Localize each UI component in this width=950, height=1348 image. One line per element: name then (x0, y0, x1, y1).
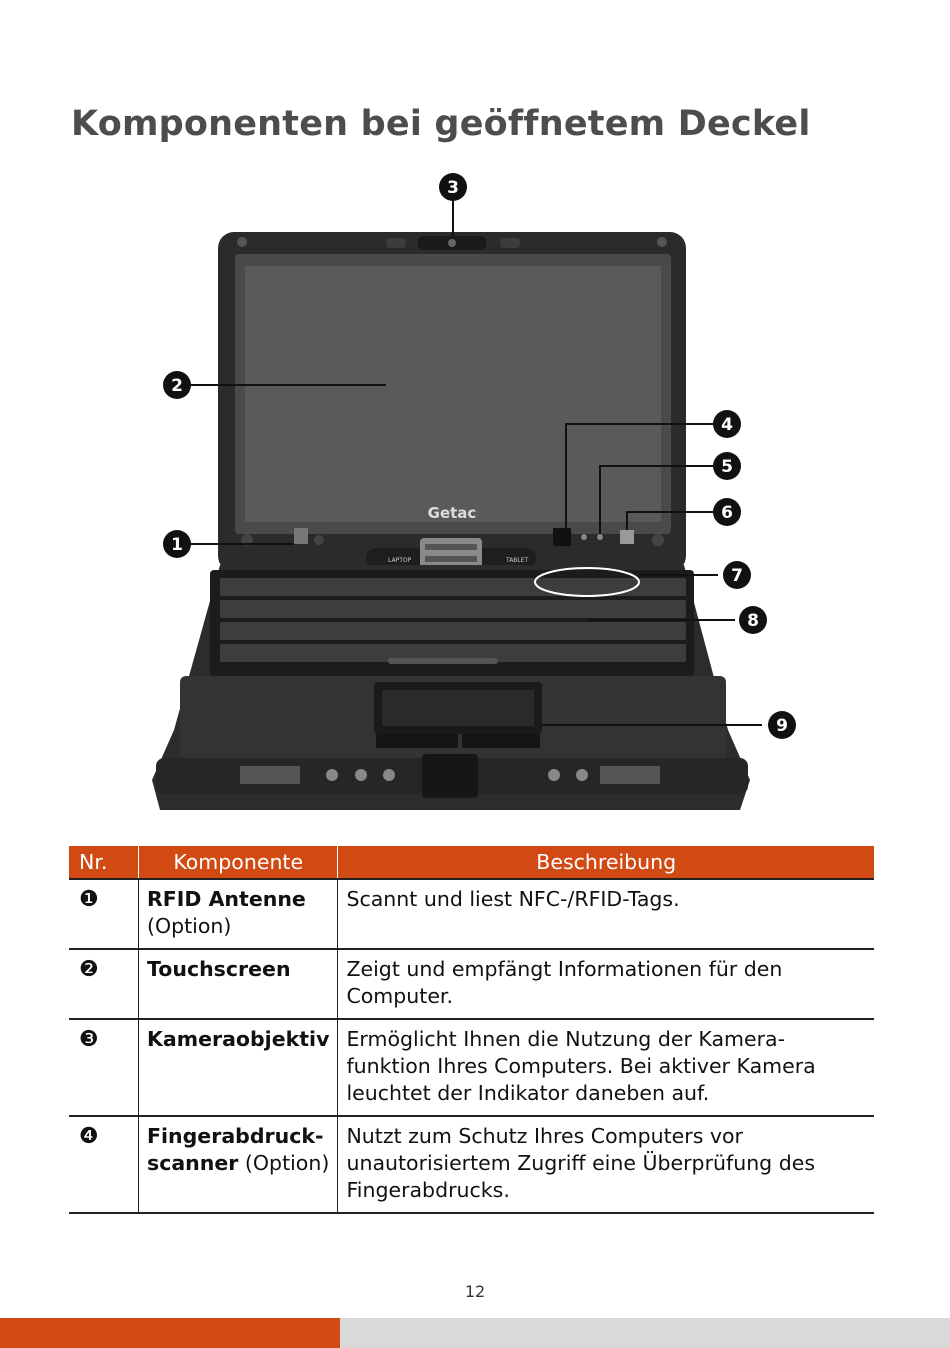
callout-4: 4 (713, 410, 741, 438)
component-description: Scannt und liest NFC-/RFID-Tags. (337, 879, 874, 950)
component-name: RFID Antenne (Option) (138, 879, 339, 950)
windows-key (620, 530, 634, 544)
hinge-right-label: TABLET (505, 557, 529, 564)
component-name-bold: Kameraobjektiv (147, 1027, 330, 1051)
svg-text:9: 9 (776, 716, 788, 736)
callout-2: 2 (163, 371, 191, 399)
table-row: ❷ Touchscreen Zeigt und empfängt Informa… (69, 949, 874, 1020)
page-title: Komponenten bei geöffnetem Deckel (71, 104, 811, 144)
callout-3: 3 (439, 173, 467, 201)
page-number: 12 (464, 1282, 486, 1301)
table-header: Nr. Komponente Beschreibung (69, 846, 874, 880)
table-row: ❸ Kameraobjektiv Ermöglicht Ihnen die Nu… (69, 1019, 874, 1117)
component-name: Touchscreen (138, 949, 339, 1020)
component-name: Fingerabdruck-scanner (Option) (138, 1116, 339, 1214)
callout-7: 7 (723, 561, 751, 589)
component-name-note: (Option) (147, 914, 232, 938)
svg-text:7: 7 (731, 566, 743, 586)
fingerprint-scanner (553, 528, 571, 546)
svg-text:5: 5 (721, 457, 733, 477)
components-table: Nr. Komponente Beschreibung ❶ RFID Anten… (69, 846, 874, 1214)
footer-bar-gray (340, 1318, 950, 1348)
component-name-note: (Option) (244, 1151, 330, 1175)
callout-9: 9 (768, 711, 796, 739)
footer-bar-orange (0, 1318, 340, 1348)
component-name: Kameraobjektiv (138, 1019, 339, 1117)
svg-text:3: 3 (447, 178, 459, 198)
row-number: ❹ (69, 1116, 139, 1214)
component-name-bold: Fingerabdruck-scanner (147, 1124, 324, 1175)
header-beschreibung: Beschreibung (337, 846, 874, 880)
status-indicators (534, 567, 640, 597)
hinge-left-label: LAPTOP (388, 557, 412, 564)
table-row: ❹ Fingerabdruck-scanner (Option) Nutzt z… (69, 1116, 874, 1214)
rfid-antenna (294, 528, 308, 544)
header-komponente: Komponente (138, 846, 339, 880)
svg-text:6: 6 (721, 503, 733, 523)
callout-8: 8 (739, 606, 767, 634)
component-name-bold: Touchscreen (147, 957, 291, 981)
callout-5: 5 (713, 452, 741, 480)
callout-6: 6 (713, 498, 741, 526)
row-number: ❸ (69, 1019, 139, 1117)
header-nr: Nr. (69, 846, 139, 880)
svg-text:2: 2 (171, 376, 183, 396)
laptop-figure: Getac LAPTOP TABLET (152, 173, 796, 810)
callout-1: 1 (163, 530, 191, 558)
row-number: ❷ (69, 949, 139, 1020)
svg-text:1: 1 (171, 535, 183, 555)
row-number: ❶ (69, 879, 139, 950)
svg-text:4: 4 (721, 415, 733, 435)
component-name-bold: RFID Antenne (147, 887, 306, 911)
svg-text:8: 8 (747, 611, 759, 631)
brand-logo: Getac (428, 504, 477, 522)
component-description: Zeigt und empfängt Informationen für den… (337, 949, 874, 1020)
component-description: Ermöglicht Ihnen die Nutzung der Kamera-… (337, 1019, 874, 1117)
component-description: Nutzt zum Schutz Ihres Computers vor una… (337, 1116, 874, 1214)
table-row: ❶ RFID Antenne (Option) Scannt und liest … (69, 879, 874, 950)
camera-lens (448, 239, 456, 247)
